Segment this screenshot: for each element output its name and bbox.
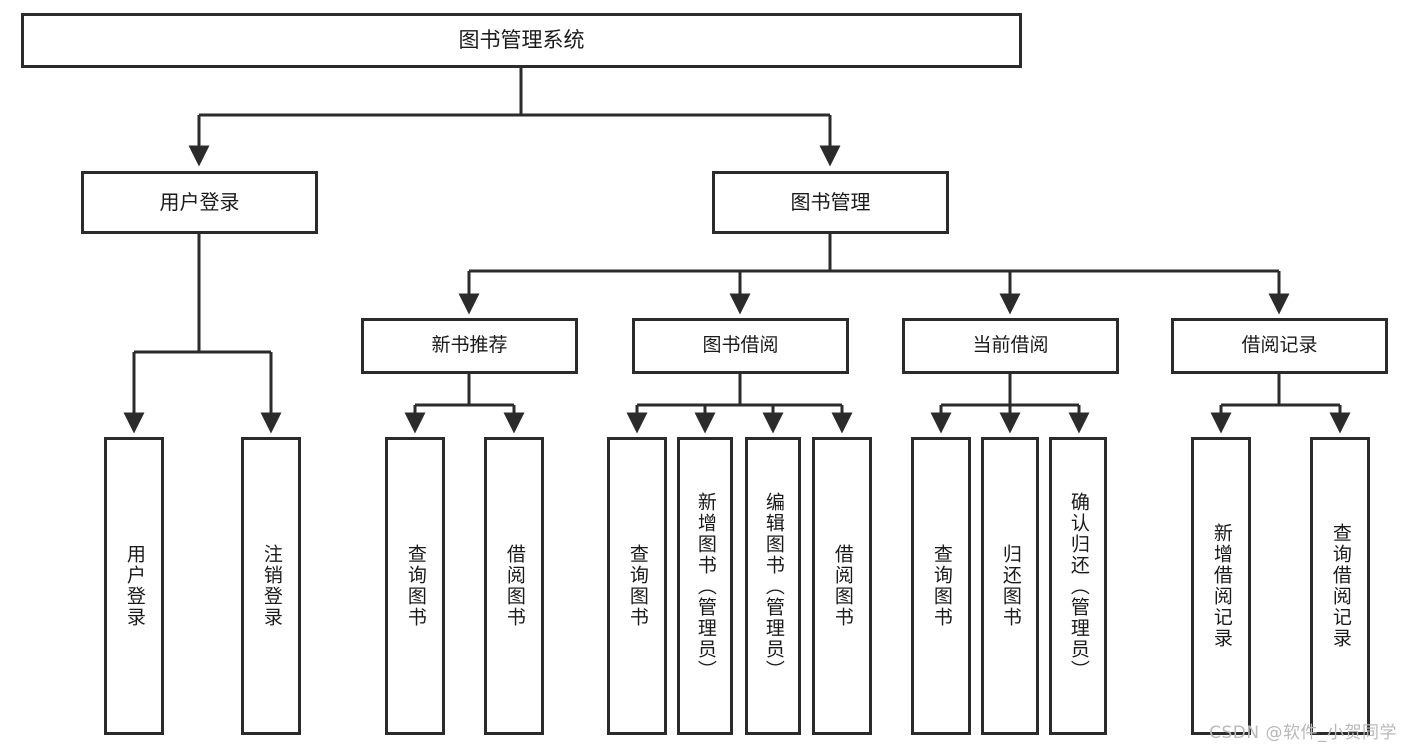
leaf-book-borrow-add[interactable]: 新增图书（管理员） — [677, 437, 733, 735]
node-label: 图书借阅 — [702, 334, 779, 357]
node-label: 查询图书 — [930, 544, 953, 628]
node-root-book-management-system[interactable]: 图书管理系统 — [21, 13, 1022, 68]
node-current-borrow[interactable]: 当前借阅 — [902, 318, 1119, 374]
leaf-user-login-login[interactable]: 用户登录 — [104, 437, 164, 735]
node-label: 图书管理 — [790, 190, 871, 214]
leaf-user-login-logout[interactable]: 注销登录 — [241, 437, 301, 735]
node-label: 查询借阅记录 — [1329, 523, 1352, 649]
node-label: 当前借阅 — [972, 334, 1049, 357]
leaf-book-borrow-edit[interactable]: 编辑图书（管理员） — [745, 437, 801, 735]
node-label: 归还图书 — [999, 544, 1022, 628]
node-book-borrow[interactable]: 图书借阅 — [632, 318, 849, 374]
node-label: 确认归还（管理员） — [1067, 491, 1090, 681]
node-label: 用户登录 — [159, 190, 240, 214]
node-label: 注销登录 — [260, 544, 283, 628]
node-label: 借阅图书 — [831, 544, 854, 628]
node-label: 新增图书（管理员） — [694, 491, 717, 681]
node-label: 借阅图书 — [503, 544, 526, 628]
leaf-book-borrow-query[interactable]: 查询图书 — [607, 437, 667, 735]
node-user-login[interactable]: 用户登录 — [81, 171, 318, 234]
node-label: 新书推荐 — [431, 334, 508, 357]
node-book-management[interactable]: 图书管理 — [712, 171, 949, 234]
leaf-borrow-record-query[interactable]: 查询借阅记录 — [1310, 437, 1370, 735]
node-label: 编辑图书（管理员） — [762, 491, 785, 681]
node-label: 新增借阅记录 — [1210, 523, 1233, 649]
leaf-current-borrow-confirm-return[interactable]: 确认归还（管理员） — [1049, 437, 1107, 735]
leaf-new-book-query[interactable]: 查询图书 — [385, 437, 445, 735]
node-label: 用户登录 — [123, 544, 146, 628]
leaf-current-borrow-return[interactable]: 归还图书 — [981, 437, 1039, 735]
node-label: 查询图书 — [404, 544, 427, 628]
watermark-text: CSDN @软件_小贺同学 — [1209, 723, 1397, 743]
leaf-new-book-borrow[interactable]: 借阅图书 — [484, 437, 544, 735]
node-borrow-records[interactable]: 借阅记录 — [1171, 318, 1388, 374]
node-label: 借阅记录 — [1241, 334, 1318, 357]
node-label: 查询图书 — [626, 544, 649, 628]
node-new-book-recommend[interactable]: 新书推荐 — [361, 318, 578, 374]
node-label: 图书管理系统 — [458, 28, 585, 53]
leaf-current-borrow-query[interactable]: 查询图书 — [911, 437, 971, 735]
leaf-borrow-record-add[interactable]: 新增借阅记录 — [1191, 437, 1251, 735]
leaf-book-borrow-borrow[interactable]: 借阅图书 — [812, 437, 872, 735]
